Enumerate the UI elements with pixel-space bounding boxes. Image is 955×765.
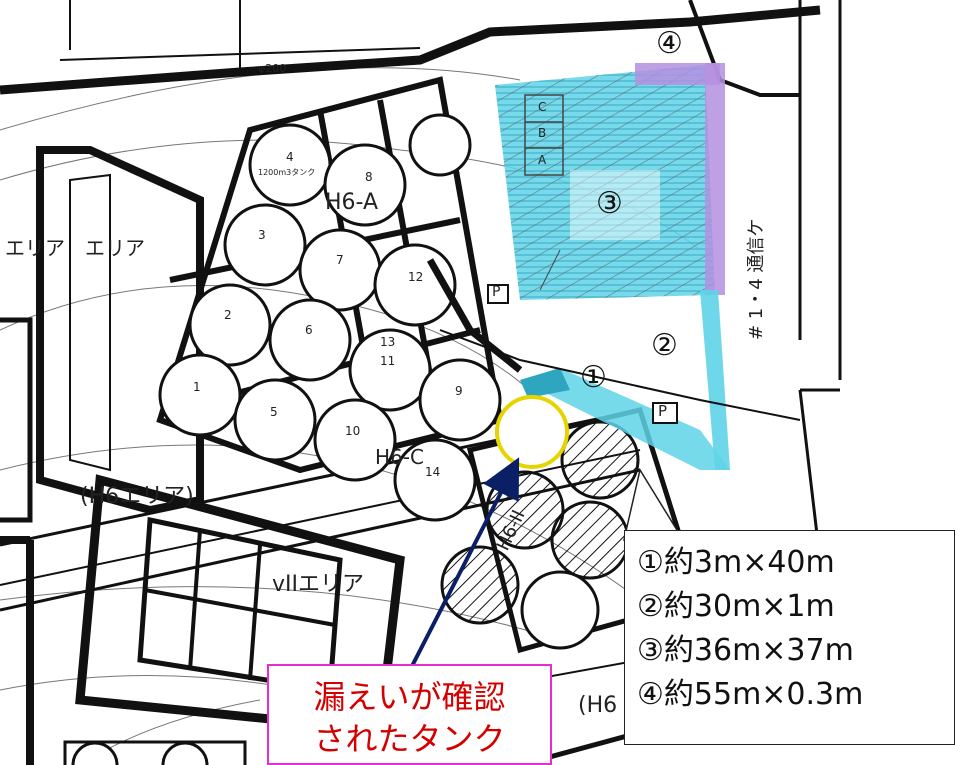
tank-9 [418, 358, 502, 442]
dimension-line-1: ①約3m×40m [637, 545, 835, 580]
tank-number: 4 [286, 150, 294, 164]
tank-number: 10 [345, 424, 361, 438]
h6-left-area [0, 146, 204, 765]
leak-label-line-1: 漏えいが確認 [313, 678, 506, 716]
tank-number: 14 [425, 465, 441, 479]
leak-label-line-2: されたタンク [313, 720, 506, 758]
label-area-h6: (H6エリア) [80, 484, 194, 509]
tank-3 [223, 203, 307, 287]
tank-1 [158, 353, 242, 437]
tank-10 [313, 398, 397, 482]
tank-8 [323, 143, 407, 227]
tank-7 [298, 228, 382, 312]
tank-capacity-label: 1200m3タンク [258, 168, 316, 177]
leak-area-1-end [520, 368, 570, 398]
pipe-thick [426, 258, 523, 373]
tank-4 [248, 123, 332, 207]
bottom-tanks [63, 740, 247, 765]
leak-area-2 [700, 290, 730, 470]
dimension-line-3: ③約36m×37m [637, 633, 854, 668]
leak-area-1 [520, 368, 730, 470]
roads [0, 0, 842, 765]
leak-label-box: 漏えいが確認 されたタンク [267, 664, 552, 765]
label-h6-c: H6-C [375, 445, 424, 469]
label-area-vii: vIIエリア [272, 572, 364, 597]
marker-area-1: ① [580, 360, 607, 395]
tank-number: 11 [380, 354, 396, 368]
marker-area-4: ④ [656, 26, 683, 61]
h6-ii-tanks [440, 407, 704, 654]
label-block-b: B [538, 126, 547, 140]
tank-number: 3 [258, 228, 266, 242]
tank-11 [348, 328, 432, 412]
tank-2 [188, 283, 272, 367]
tank-5 [233, 378, 317, 462]
label-block-a: A [538, 153, 547, 167]
parking-sign [652, 402, 678, 424]
label-parking: P [658, 402, 668, 420]
tank-ii-3 [520, 570, 600, 650]
marker-area-2: ② [651, 328, 678, 363]
tank-number: 8 [365, 170, 373, 184]
label-road: # 1・4 通信ケ [746, 218, 767, 340]
leak-area-4-strip [705, 63, 725, 295]
label-h6-a: H6-A [325, 190, 379, 215]
tank-ii-4 [550, 500, 630, 580]
dimension-callout: ①約3m×40m ②約30m×1m ③約36m×37m ④約55m×0.3m [624, 530, 955, 745]
tank-ii-1 [440, 545, 520, 625]
label-area-left: エリア [5, 236, 65, 260]
tank-small [408, 113, 472, 177]
leak-area-3 [495, 65, 715, 300]
label-area-left-2: エリア [85, 236, 145, 260]
tank-6 [268, 298, 352, 382]
marker-area-3: ③ [596, 186, 623, 221]
label-pipe-size: φ200 [258, 62, 287, 75]
label-area-h6-bottom: (H6 [578, 693, 618, 718]
pipe-line [439, 329, 801, 421]
tank-number: 9 [455, 384, 463, 398]
tank-number: 7 [336, 253, 344, 267]
tank-number: 13 [380, 335, 396, 349]
leak-area-4-top [635, 63, 720, 85]
parking-sign-2 [487, 284, 509, 304]
tank-ii-5 [560, 420, 640, 500]
tank-number: 6 [305, 323, 313, 337]
tank-number: 2 [224, 308, 232, 322]
tank-number: 1 [193, 380, 201, 394]
dimension-line-2: ②約30m×1m [637, 589, 835, 624]
label-block-c: C [538, 100, 547, 114]
dimension-line-4: ④約55m×0.3m [637, 677, 864, 712]
label-parking-2: P [492, 284, 501, 300]
leaking-tank-highlight [495, 395, 569, 469]
tanks [158, 113, 502, 522]
tank-number: 5 [270, 405, 278, 419]
tank-number: 12 [408, 270, 424, 284]
leak-arrow [408, 457, 520, 671]
